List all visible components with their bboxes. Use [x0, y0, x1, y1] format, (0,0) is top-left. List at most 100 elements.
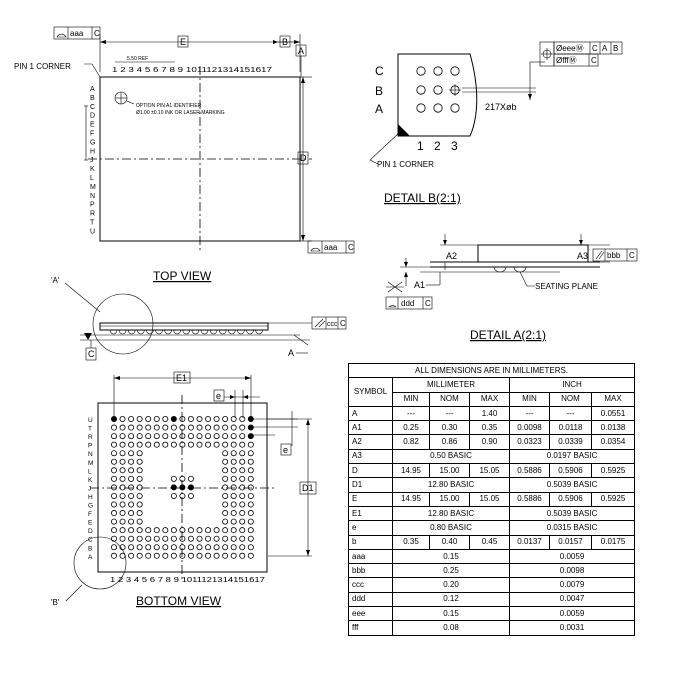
bga-ball	[222, 518, 229, 525]
bga-ball	[111, 441, 118, 448]
tol-eee: ØeeeⓂ	[556, 44, 584, 53]
tol-eee-a: A	[602, 44, 608, 53]
table-value-cell: 0.5925	[590, 491, 636, 507]
deta-bbb: bbb	[607, 251, 621, 260]
table-merged-cell: 0.5039 BASIC	[508, 505, 636, 522]
bga-ball	[170, 535, 177, 542]
option-pin-line2: Ø1.00 ±0.10 INK OR LASER MARKING	[136, 110, 225, 116]
table-value-cell: 15.00	[429, 491, 470, 507]
side-view: 'A' C ccc C A	[51, 276, 347, 361]
bga-ball	[145, 552, 152, 559]
bga-ball	[247, 433, 254, 440]
table-value-cell: 0.5906	[549, 463, 592, 479]
bga-ball	[239, 475, 246, 482]
table-value-cell: 0.90	[469, 434, 510, 450]
bga-ball	[111, 527, 118, 534]
dimension-d1: D1	[268, 418, 317, 557]
bga-ball	[136, 552, 143, 559]
bga-ball	[196, 552, 203, 559]
bga-ball	[196, 544, 203, 551]
bga-ball	[153, 433, 160, 440]
bga-ball	[128, 458, 135, 465]
bga-ball	[230, 501, 237, 508]
bga-ball	[170, 492, 177, 499]
bga-ball	[128, 433, 135, 440]
table-merged-cell: 0.0059	[508, 606, 636, 622]
bga-ball	[162, 527, 169, 534]
bga-ball	[187, 484, 194, 491]
bottom-row-letter: K	[88, 477, 93, 484]
sub-header: MIN	[392, 391, 430, 407]
bga-ball	[111, 552, 118, 559]
bga-ball	[111, 501, 118, 508]
bga-ball	[230, 527, 237, 534]
table-value-cell: 0.0551	[590, 405, 636, 422]
top-view: aaa C E B 5.50 REF 1 2 3 4 5 6 7 8 9 101…	[14, 26, 355, 254]
bga-ball	[247, 484, 254, 491]
bga-ball	[179, 424, 186, 431]
bga-ball	[136, 475, 143, 482]
detail-b-ball	[433, 85, 443, 95]
dimension-e1: E1	[113, 371, 252, 420]
table-merged-cell: 0.50 BASIC	[392, 448, 510, 465]
inch-header: INCH	[508, 377, 636, 393]
table-value-cell: 0.40	[429, 534, 470, 550]
bga-ball	[196, 441, 203, 448]
bga-ball	[128, 535, 135, 542]
table-value-cell: 15.05	[469, 491, 510, 507]
bga-ball	[179, 415, 186, 422]
bga-ball	[128, 510, 135, 517]
bga-ball	[230, 510, 237, 517]
bga-ball	[145, 544, 152, 551]
dimension-pitch-top: e	[213, 389, 260, 418]
bga-ball	[239, 552, 246, 559]
bottom-row-letter: A	[88, 554, 93, 561]
bga-ball	[145, 424, 152, 431]
bga-ball	[136, 527, 143, 534]
bga-ball	[196, 415, 203, 422]
bga-ball	[230, 458, 237, 465]
bga-ball	[247, 458, 254, 465]
bga-ball	[128, 450, 135, 457]
top-row-letter: T	[90, 220, 95, 227]
table-symbol-cell: D1	[348, 477, 393, 493]
detail-b-ball	[416, 103, 426, 113]
table-title-row: ALL DIMENSIONS ARE IN MILLIMETERS.	[347, 362, 636, 379]
bga-ball	[162, 544, 169, 551]
bga-ball	[187, 441, 194, 448]
detail-a-title: DETAIL A(2:1)	[470, 328, 546, 342]
bga-ball	[136, 501, 143, 508]
bga-ball	[205, 552, 212, 559]
bga-ball	[239, 535, 246, 542]
bga-ball	[145, 441, 152, 448]
bga-ball	[239, 458, 246, 465]
bga-ball	[230, 492, 237, 499]
side-ball	[137, 329, 145, 335]
bga-ball	[222, 535, 229, 542]
bga-ball	[222, 424, 229, 431]
bga-ball	[111, 544, 118, 551]
bottom-row-letter: M	[88, 460, 93, 467]
bga-ball	[136, 535, 143, 542]
table-row: A------1.40------0.0551	[348, 405, 636, 422]
bga-ball	[119, 510, 126, 517]
top-row-letter: H	[90, 148, 95, 155]
top-row-letter: N	[90, 193, 95, 200]
bga-ball	[213, 415, 220, 422]
top-row-letter: L	[90, 175, 94, 182]
top-flat-tol-text: aaa	[70, 29, 84, 38]
top-view-title: TOP VIEW	[153, 269, 212, 283]
bga-ball	[119, 501, 126, 508]
top-row-letter: K	[90, 166, 95, 173]
side-substrate	[99, 322, 269, 331]
